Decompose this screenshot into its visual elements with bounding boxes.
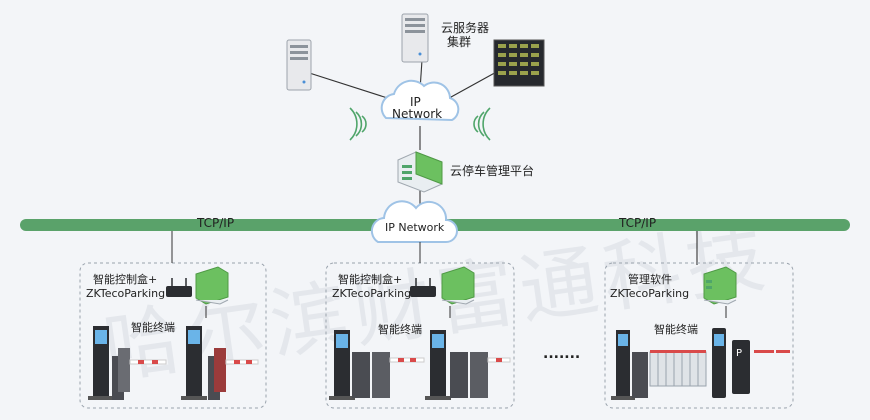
site2-controller-label-1: 智能控制盒+ bbox=[338, 272, 402, 286]
cloud-server-icon bbox=[401, 13, 429, 63]
parking-terminal-icon bbox=[181, 326, 207, 400]
site2-terminal-label: 智能终端 bbox=[378, 322, 422, 336]
ip-network-cloud-top bbox=[380, 79, 460, 122]
cloud-platform-icon bbox=[397, 151, 443, 193]
management-pc-icon bbox=[441, 266, 475, 305]
barrier-gate-icon bbox=[112, 348, 167, 400]
wifi-icon bbox=[349, 107, 367, 141]
ip-network-label-2: Network bbox=[392, 107, 442, 121]
site-box-3 bbox=[604, 262, 794, 409]
site3-terminal-label: 智能终端 bbox=[654, 322, 698, 336]
server-tower-icon bbox=[286, 39, 312, 91]
parking-sign-icon: P bbox=[732, 340, 790, 394]
site2-controller-label-2: ZKTecoParking bbox=[332, 287, 411, 300]
site1-terminal-label: 智能终端 bbox=[131, 320, 175, 334]
tcp-ip-label-left: TCP/IP bbox=[196, 216, 234, 230]
site3-controller-label-1: 管理软件 bbox=[628, 272, 672, 286]
barrier-gate-icon bbox=[352, 352, 425, 398]
more-sites-ellipsis: ....... bbox=[543, 346, 580, 362]
site1-controller-label-1: 智能控制盒+ bbox=[93, 272, 157, 286]
server-rack-icon bbox=[493, 39, 545, 87]
fence-barrier-icon bbox=[632, 350, 707, 398]
parking-terminal-icon bbox=[611, 330, 635, 400]
svg-text:P: P bbox=[736, 348, 742, 359]
management-pc-icon bbox=[703, 266, 737, 305]
cloud-platform-label: 云停车管理平台 bbox=[450, 163, 534, 178]
tcp-ip-label-right: TCP/IP bbox=[618, 216, 656, 230]
site-connection-lines bbox=[171, 231, 727, 318]
ip-network-cloud-center bbox=[370, 200, 458, 243]
center-cloud-label: IP Network bbox=[385, 221, 445, 234]
site1-controller-label-2: ZKTecoParking bbox=[86, 287, 165, 300]
parking-terminal-icon bbox=[425, 330, 451, 400]
card-reader-icon bbox=[712, 328, 726, 398]
cloud-server-label: 云服务器 bbox=[441, 20, 489, 35]
parking-terminal-icon bbox=[329, 330, 355, 400]
router-icon bbox=[410, 278, 436, 297]
router-icon bbox=[166, 278, 192, 297]
wifi-icon bbox=[473, 107, 491, 141]
ip-network-label-1: IP bbox=[410, 95, 421, 109]
cloud-server-label-2: 集群 bbox=[447, 34, 471, 49]
barrier-gate-icon bbox=[450, 352, 511, 398]
management-pc-icon bbox=[195, 266, 229, 305]
site3-controller-label-2: ZKTecoParking bbox=[610, 287, 689, 300]
barrier-gate-icon bbox=[208, 348, 259, 400]
parking-terminal-icon bbox=[88, 326, 114, 400]
site-box-1 bbox=[79, 262, 267, 409]
connection-lines bbox=[299, 59, 698, 265]
